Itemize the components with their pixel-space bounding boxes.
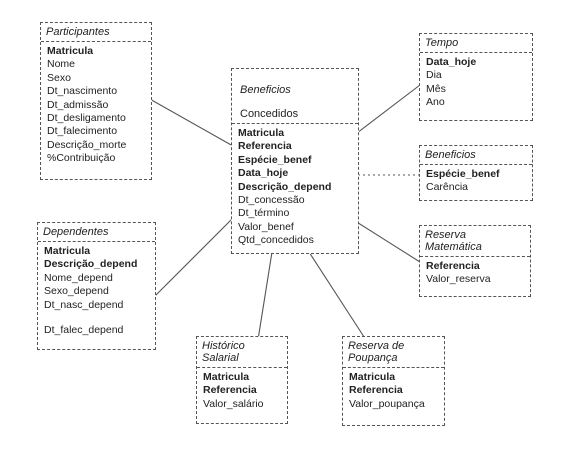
key-field: Descrição_depend [238,180,332,193]
attribute-field: Sexo_depend [44,285,109,298]
entity-title: Reserva Matemática [420,226,530,257]
attribute-field: Dt_concessão [238,194,305,207]
key-field: Matricula [238,127,285,139]
attribute-field: %Contribuição [47,152,116,165]
attribute-field: Descrição_morte [47,138,127,151]
attribute-field: Qtd_concedidos [238,234,314,247]
attribute-field: Nome_depend [44,271,113,284]
attribute-field: Dt_término [238,207,290,220]
key-field: Data_hoje [238,167,289,180]
connector-dependentes [154,217,234,297]
entity-title: Reserva de Poupança [343,337,444,368]
entity-title: Tempo [420,34,532,53]
attribute-field: Dt_nascimento [47,85,118,98]
attribute-field: Valor_salário [203,397,264,410]
key-field: Espécie_benef [238,153,312,166]
attribute-field: Valor_benef [238,220,294,233]
attribute-field: Dt_falec_depend [44,324,124,337]
entity-title: Dependentes [38,223,155,242]
attribute-field: Dt_falecimento [47,125,118,138]
attribute-field: Dt_admissão [47,98,109,111]
attribute-field: Carência [426,181,469,194]
key-field: Referencia [203,384,257,397]
attribute-field: Valor_poupança [349,397,425,410]
attribute-field: Sexo [47,71,71,84]
entity-title: Participantes [41,23,151,42]
attribute-field: Nome [47,58,76,71]
key-field: Espécie_benef [426,168,500,180]
key-field: Matricula [349,371,396,383]
key-field: Matricula [44,245,91,257]
connector-reserva-poupanca [308,251,367,341]
attribute-field: Dt_nasc_depend [44,298,124,311]
entity-title-subtitle: Concedidos [240,108,299,120]
attribute-field: Ano [426,96,445,109]
entity-title: Beneficios Concedidos [232,69,358,124]
entity-title: Histórico Salarial [197,337,287,368]
key-field: Referencia [426,260,480,272]
attribute-field: Dia [426,69,442,82]
key-field: Matricula [203,371,250,383]
key-field: Data_hoje [426,56,477,68]
key-field: Descrição_depend [44,258,138,271]
attribute-field: Dt_desligamento [47,112,126,125]
key-field: Matricula [47,45,94,57]
connector-historico-salarial [256,251,273,347]
attribute-field: Mês [426,82,446,95]
connector-participantes [147,97,234,147]
entity-title-name: Beneficios [240,84,291,96]
entity-title: Beneficios [420,146,532,165]
key-field: Referencia [238,140,292,153]
attribute-field: Valor_reserva [426,273,491,286]
key-field: Referencia [349,384,403,397]
connector-tempo [356,84,421,134]
